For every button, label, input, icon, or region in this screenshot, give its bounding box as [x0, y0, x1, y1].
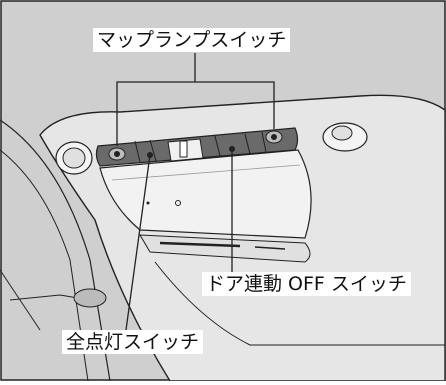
lens-dot [146, 201, 150, 205]
strip-divider [149, 139, 157, 162]
strip-divider [214, 135, 221, 157]
pillar-line-inner [0, 149, 89, 382]
center-switch-slot [179, 140, 188, 158]
lens-edge [111, 164, 301, 181]
leader-dot [114, 151, 120, 157]
right-round-lamp-inner [331, 125, 353, 141]
strip-divider [134, 140, 141, 163]
all-on-switch-leader [125, 154, 151, 331]
lamp-lens [99, 149, 312, 239]
leader-dot [271, 134, 277, 140]
lower-panel [139, 234, 311, 263]
leader-dot [147, 152, 153, 158]
trim-line [0, 269, 41, 331]
all-on-switch-label: 全点灯スイッチ [62, 330, 204, 354]
left-round-lamp-inner [62, 147, 86, 169]
housing-edge [154, 261, 445, 346]
sensor-mount [73, 288, 107, 308]
door-linked-off-switch-label: ドア連動 OFF スイッチ [202, 272, 411, 296]
map-lamp-switch-label: マップランプスイッチ [93, 28, 291, 52]
lens-dot [175, 200, 181, 206]
pillar-line [0, 119, 111, 382]
grille-slot [159, 241, 241, 248]
leader-dot [229, 146, 235, 152]
strip-divider [261, 131, 267, 153]
grille-slot [254, 246, 286, 250]
strip-divider [244, 133, 251, 155]
